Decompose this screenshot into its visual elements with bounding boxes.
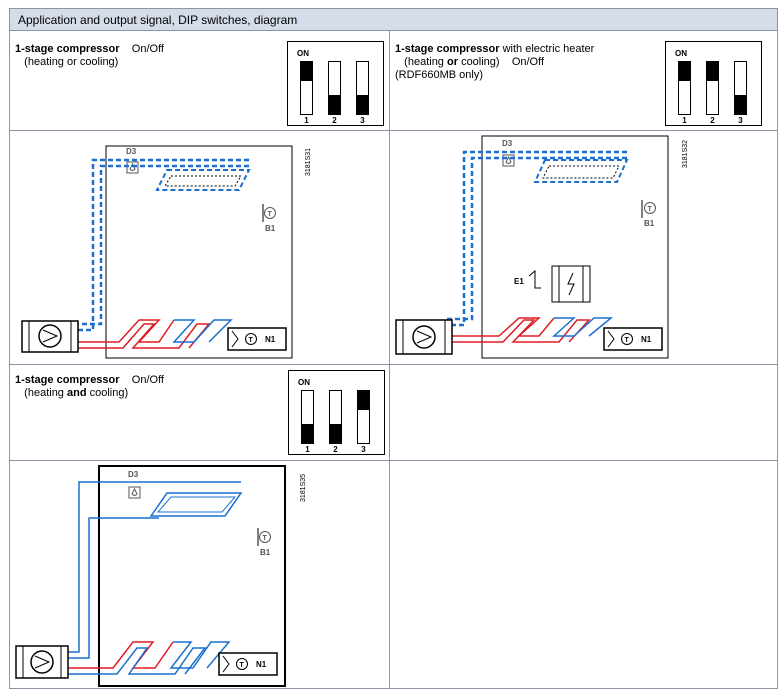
room-frame (98, 465, 286, 687)
svg-text:T: T (249, 337, 254, 344)
compressor-icon (395, 319, 453, 355)
room-frame (105, 145, 293, 359)
blue-dashed-pipe (69, 158, 249, 332)
svg-text:T: T (648, 206, 653, 213)
empty-cell-1 (389, 364, 778, 461)
fan-coil-upper (155, 169, 251, 191)
room-frame (481, 135, 669, 359)
diagram-code: 3181S32 (682, 140, 689, 168)
dip-switch-block-1: ON 1 2 3 (287, 41, 384, 126)
empty-cell-2 (389, 460, 778, 689)
label-d3: D3 (502, 139, 513, 148)
diagram-3: 3181S35 D3 T B1 T N1 (15, 465, 307, 687)
dip-switch-2 (329, 390, 342, 444)
condensation-sensor-icon (128, 486, 141, 499)
diagram-code: 3181S35 (300, 474, 307, 502)
heating-circuit-red (451, 317, 555, 337)
blue-dashed-pipe (444, 150, 627, 327)
label-d3: D3 (126, 147, 137, 156)
svg-text:T: T (625, 337, 630, 344)
room-sensor-icon: T (641, 200, 656, 218)
cooling-circuit-blue (172, 319, 233, 343)
fan-coil-upper (533, 159, 629, 183)
fan-coil-upper (149, 492, 243, 517)
label-d3: D3 (128, 470, 139, 479)
section-title: Application and output signal, DIP switc… (18, 13, 298, 27)
label-b1: B1 (260, 548, 271, 557)
controller-n1-icon: T N1 (218, 652, 278, 676)
diagram-1: 3181S31 D3 T B1 T N1 (21, 145, 312, 359)
compressor-icon (15, 645, 69, 679)
dip-switch-block-3: ON 1 2 3 (288, 370, 385, 455)
cooling-circuit-blue (552, 317, 614, 337)
controller-n1-icon: T N1 (603, 327, 663, 351)
cooling-circuit-blue (67, 647, 207, 675)
dip-switch-1 (678, 61, 691, 115)
dip-switch-1 (301, 390, 314, 444)
room-sensor-icon: T (262, 204, 276, 222)
label-b1: B1 (265, 224, 276, 233)
svg-text:N1: N1 (265, 335, 276, 344)
blue-pipe (67, 481, 241, 653)
label-b1: B1 (644, 219, 655, 228)
dip-switch-1 (300, 61, 313, 115)
dip-switch-3 (357, 390, 370, 444)
electric-heater-icon (528, 265, 591, 303)
dip-switch-2 (328, 61, 341, 115)
svg-text:T: T (263, 535, 268, 542)
svg-text:T: T (268, 211, 273, 218)
svg-text:N1: N1 (641, 335, 652, 344)
controller-n1-icon: T N1 (227, 327, 287, 351)
application-text-1: 1-stage compressor On/Off (heating or co… (15, 43, 164, 68)
svg-text:N1: N1 (256, 660, 267, 669)
section-header: Application and output signal, DIP switc… (9, 8, 778, 31)
dip-switch-block-2: ON 1 2 3 (665, 41, 762, 126)
heating-circuit-red (75, 319, 175, 343)
condensation-sensor-icon (502, 154, 515, 167)
application-text-3: 1-stage compressor On/Off (heating and c… (15, 374, 164, 399)
label-e1: E1 (514, 277, 524, 286)
condensation-sensor-icon (126, 161, 139, 174)
room-sensor-icon: T (257, 528, 271, 546)
compressor-icon (21, 320, 79, 353)
dip-switch-3 (356, 61, 369, 115)
heating-circuit-red (67, 641, 174, 669)
application-text-2: 1-stage compressor with electric heater … (395, 43, 595, 81)
dip-switch-3 (734, 61, 747, 115)
dip-switch-2 (706, 61, 719, 115)
diagram-2: 3181S32 D3 T B1 E1 T N1 (395, 135, 689, 359)
svg-text:T: T (240, 662, 245, 669)
diagram-code: 3181S31 (305, 148, 312, 176)
